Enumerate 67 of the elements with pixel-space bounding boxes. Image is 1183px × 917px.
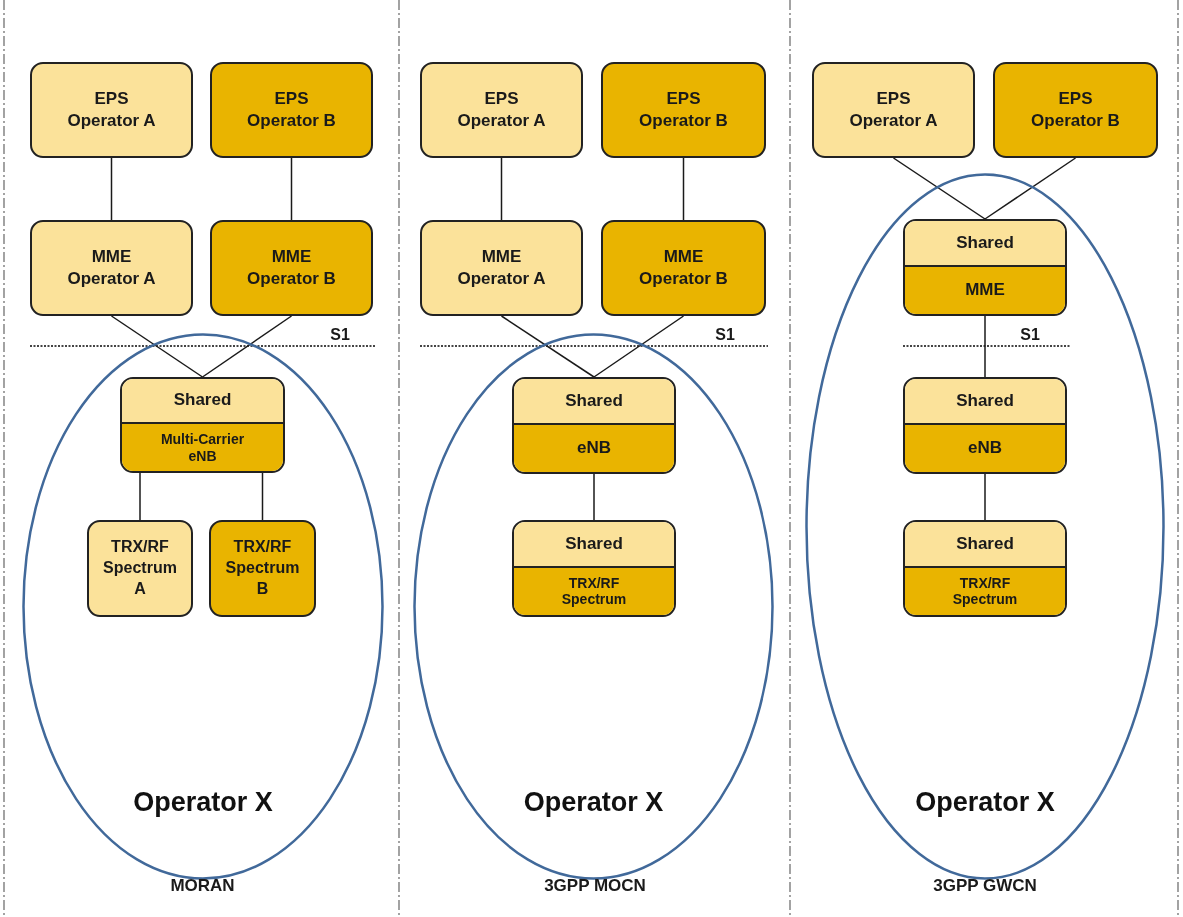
node-label: Shared <box>514 522 674 566</box>
connector-line <box>290 157 293 221</box>
network-node-box <box>30 62 193 158</box>
node-label: TRX/RF Spectrum A <box>102 537 178 599</box>
connector-line <box>593 473 595 521</box>
operator-name: Operator X <box>523 787 664 818</box>
network-node-box <box>210 62 373 158</box>
operator-name: Operator X <box>915 787 1055 818</box>
node-label: TRX/RF Spectrum B <box>224 537 301 599</box>
operator-ellipse <box>805 173 1165 880</box>
node-label: MME Operator B <box>246 245 337 290</box>
shared-node-box <box>512 520 676 617</box>
network-node-box <box>420 62 583 158</box>
node-label: Shared <box>905 221 1065 265</box>
network-node-box <box>210 220 373 316</box>
connector-line <box>110 315 204 378</box>
network-node-box <box>209 520 316 617</box>
connector-line <box>984 473 986 521</box>
connector-line <box>201 315 293 378</box>
node-label: EPS Operator A <box>456 87 547 132</box>
network-node-box <box>30 220 193 316</box>
shared-node-box <box>903 219 1067 316</box>
network-node-box <box>812 62 975 158</box>
connector-line <box>984 315 986 378</box>
connector-line <box>139 472 141 521</box>
node-label: MME Operator B <box>638 245 729 290</box>
panel-caption: MORAN <box>169 876 236 896</box>
connector-line <box>500 157 503 221</box>
node-label: eNB <box>514 422 674 472</box>
panel-caption: 3GPP MOCN <box>543 876 647 896</box>
network-node-box <box>87 520 193 617</box>
connector-line <box>261 472 264 521</box>
connector-line <box>110 157 113 221</box>
shared-node-box <box>120 377 285 473</box>
node-label: Shared <box>905 522 1065 566</box>
connector-line <box>892 157 986 220</box>
node-label: MME Operator A <box>456 245 547 290</box>
shared-node-box <box>903 520 1067 617</box>
network-node-box <box>601 62 766 158</box>
network-node-box <box>601 220 766 316</box>
connector-line <box>500 315 595 378</box>
panel-caption: 3GPP GWCN <box>932 876 1038 896</box>
node-label: MME Operator A <box>66 245 157 290</box>
node-label: TRX/RF Spectrum <box>905 565 1065 615</box>
operator-name: Operator X <box>133 787 273 818</box>
node-label: Shared <box>905 379 1065 423</box>
node-label: EPS Operator A <box>66 87 157 132</box>
interface-label: S1 <box>329 326 351 344</box>
node-label: EPS Operator B <box>246 87 337 132</box>
node-label: MME <box>905 264 1065 314</box>
node-label: Multi-Carrier eNB <box>122 422 283 471</box>
shared-node-box <box>903 377 1067 474</box>
shared-node-box <box>512 377 676 474</box>
network-node-box <box>420 220 583 316</box>
interface-label: S1 <box>714 326 736 344</box>
connector-line <box>593 315 685 378</box>
node-label: Shared <box>122 379 283 423</box>
connector-line <box>682 157 685 221</box>
node-label: EPS Operator B <box>1030 87 1121 132</box>
node-label: Shared <box>514 379 674 423</box>
node-label: EPS Operator B <box>638 87 729 132</box>
node-label: eNB <box>905 422 1065 472</box>
connector-line <box>984 157 1077 220</box>
network-node-box <box>993 62 1158 158</box>
node-label: EPS Operator A <box>848 87 939 132</box>
node-label: TRX/RF Spectrum <box>514 565 674 615</box>
interface-label: S1 <box>1019 326 1041 344</box>
